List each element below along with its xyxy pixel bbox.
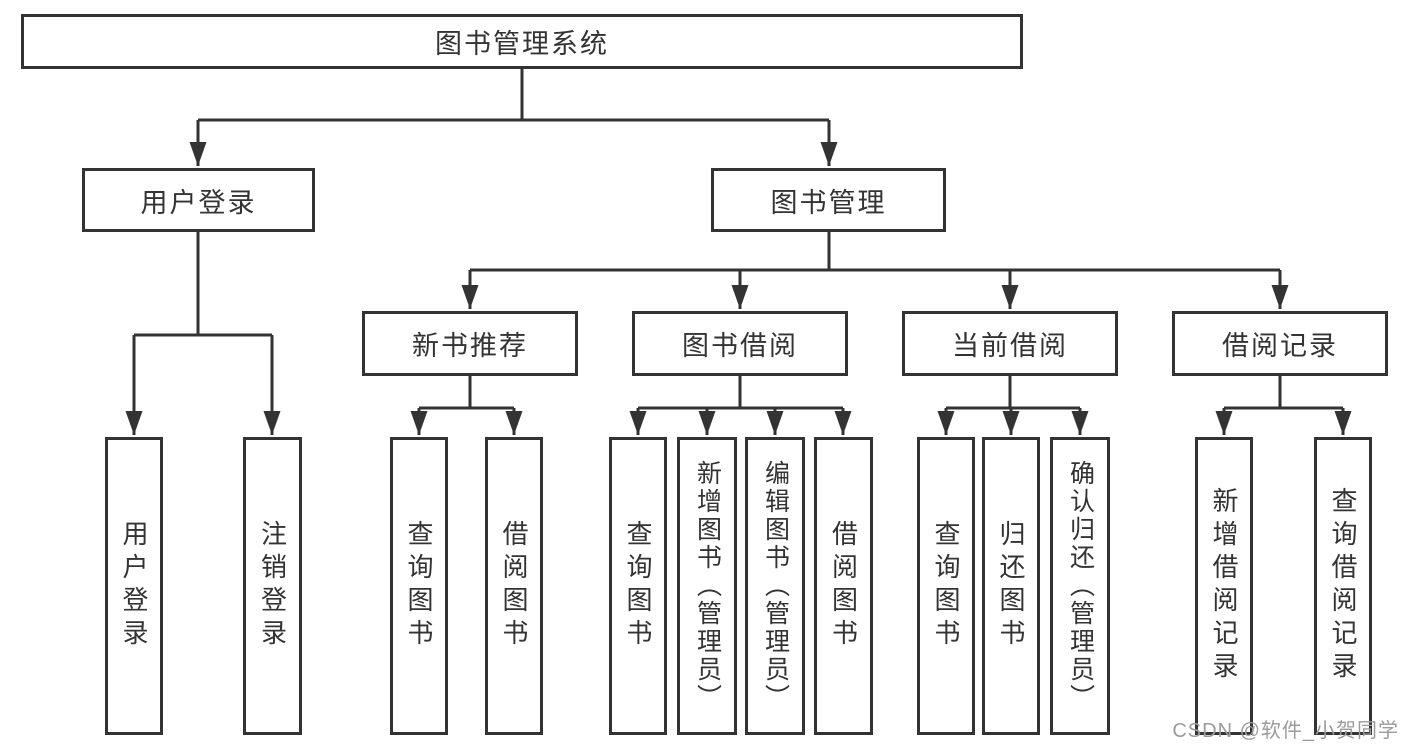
leaf-edit-book-admin-label: 编辑图书（管理员） <box>761 460 790 712</box>
leaf-confirm-return-admin-label: 确认归还（管理员） <box>1066 460 1095 712</box>
connector-book-management-trunk <box>470 232 1280 272</box>
node-new-book-recommend: 新书推荐 <box>362 311 578 376</box>
leaf-query-books-recommend: 查询图书 <box>390 437 448 735</box>
leaf-add-book-admin: 新增图书（管理员） <box>677 437 737 735</box>
connector-current-borrowing-trunk <box>946 376 1080 410</box>
leaf-query-books-recommend-label: 查询图书 <box>404 520 434 652</box>
leaf-query-books-borrowing: 查询图书 <box>609 437 667 735</box>
leaf-borrow-books-recommend: 借阅图书 <box>485 437 543 735</box>
connector-root-trunk <box>198 69 829 122</box>
node-borrowing-records: 借阅记录 <box>1172 311 1388 376</box>
leaf-edit-book-admin: 编辑图书（管理员） <box>745 437 805 735</box>
leaf-user-login-label: 用户登录 <box>119 520 149 652</box>
leaf-borrow-books-recommend-label: 借阅图书 <box>499 520 529 652</box>
watermark: CSDN @软件_小贺同学 <box>1172 720 1399 742</box>
leaf-logout-login: 注销登录 <box>243 437 302 735</box>
connector-new-book-trunk <box>419 376 514 410</box>
leaf-add-book-admin-label: 新增图书（管理员） <box>693 460 722 712</box>
connector-borrowing-records-trunk <box>1224 376 1343 410</box>
leaf-query-books-current: 查询图书 <box>917 437 975 735</box>
leaf-confirm-return-admin: 确认归还（管理员） <box>1050 437 1110 735</box>
leaf-borrow-books-borrowing: 借阅图书 <box>814 437 873 735</box>
node-book-management: 图书管理 <box>711 168 946 232</box>
leaf-user-login: 用户登录 <box>105 437 163 735</box>
leaf-logout-login-label: 注销登录 <box>257 520 288 652</box>
node-user-login: 用户登录 <box>82 168 315 232</box>
leaf-add-borrow-record: 新增借阅记录 <box>1195 437 1253 735</box>
leaf-borrow-books-borrowing-label: 借阅图书 <box>828 520 859 652</box>
leaf-query-books-borrowing-label: 查询图书 <box>623 520 653 652</box>
connector-book-borrowing-trunk <box>638 376 843 410</box>
leaf-add-borrow-record-label: 新增借阅记录 <box>1209 487 1239 685</box>
connector-user-login-trunk <box>134 232 272 337</box>
node-library-system: 图书管理系统 <box>21 14 1023 69</box>
leaf-return-book-label: 归还图书 <box>996 520 1026 652</box>
node-current-borrowing: 当前借阅 <box>902 311 1118 376</box>
leaf-return-book: 归还图书 <box>982 437 1040 735</box>
leaf-query-books-current-label: 查询图书 <box>931 520 961 652</box>
leaf-query-borrow-record-label: 查询借阅记录 <box>1328 487 1358 685</box>
leaf-query-borrow-record: 查询借阅记录 <box>1314 437 1372 735</box>
node-book-borrowing: 图书借阅 <box>632 311 848 376</box>
